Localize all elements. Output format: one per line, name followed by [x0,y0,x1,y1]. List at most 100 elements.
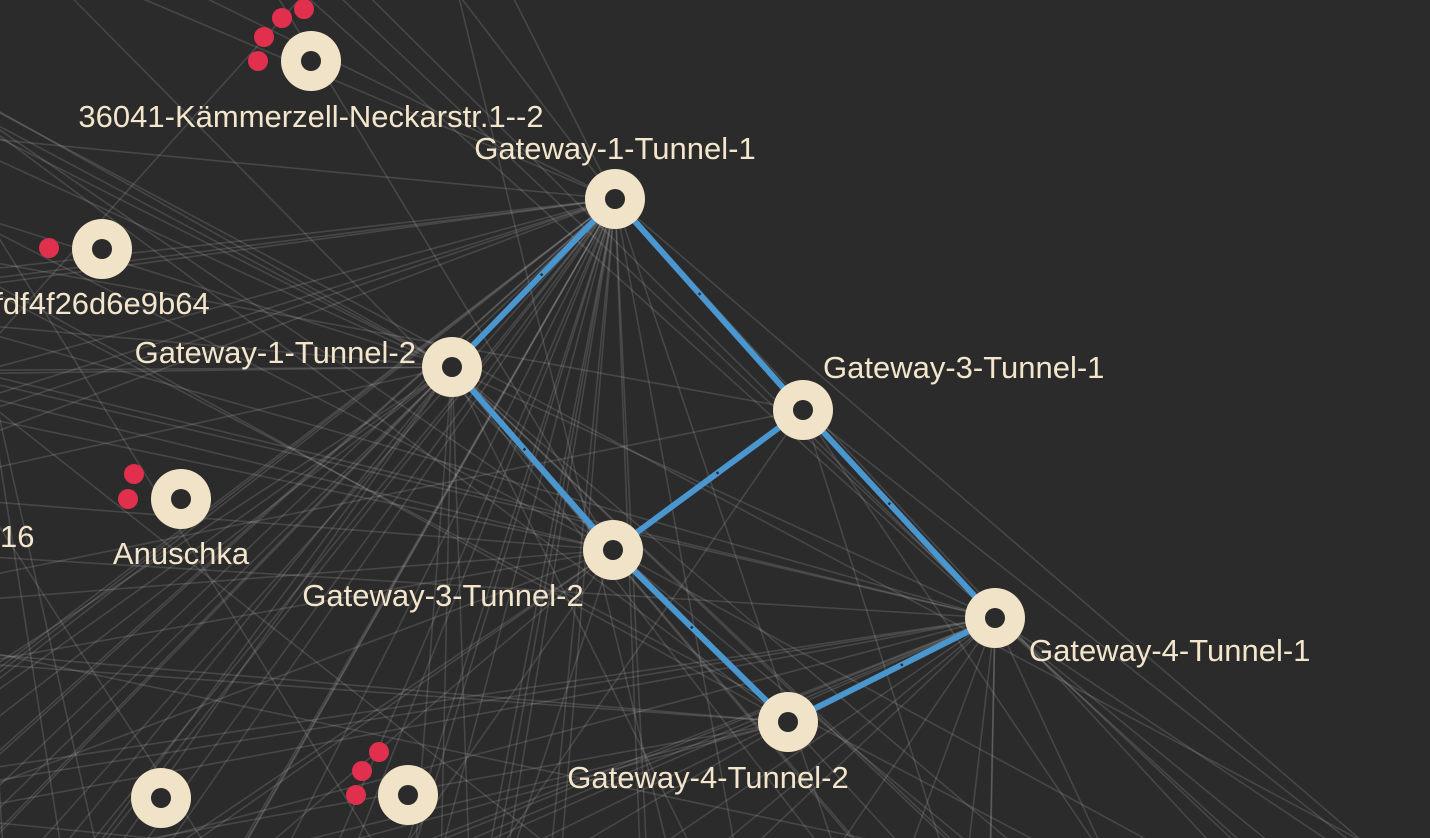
background-link [0,294,1033,838]
background-link [513,0,616,200]
gateway-link-g3t1-g3t2[interactable] [610,407,806,553]
background-link [0,160,996,619]
background-link [0,198,616,755]
background-link [0,366,453,809]
node-36041-kaemmerzell[interactable]: 36041-Kämmerzell-Neckarstr.1--2 [78,0,544,134]
gateway-link-g3t1-g4t1[interactable] [800,407,998,621]
background-link [357,721,789,838]
gateway-link-break [697,292,702,296]
background-link [802,409,1348,838]
node-gateway-1-tunnel-1[interactable]: Gateway-1-Tunnel-1 [474,131,756,229]
background-link [155,617,996,838]
background-link [444,198,616,838]
background-link [0,377,996,619]
node-bottom-left[interactable] [131,768,191,828]
background-link [68,366,453,838]
client-dot [118,489,138,509]
background-link [451,366,688,838]
background-link [106,198,616,838]
background-link [0,549,614,784]
background-link [0,549,614,660]
background-link [0,654,789,723]
gateway-link-g1t1-g1t2[interactable] [449,196,618,370]
node-marker-hole [605,189,625,209]
node-marker-hole [171,489,191,509]
background-link [0,664,789,723]
background-link [760,617,996,838]
gateway-link-g3t2-g4t2[interactable] [610,547,791,725]
background-link [185,549,614,838]
background-link [440,366,453,838]
background-link [614,198,1360,838]
background-link [0,111,453,368]
background-link [498,198,616,838]
background-link [994,617,1238,838]
background-link [358,198,616,838]
gateway-link-g4t1-g4t2[interactable] [785,615,998,725]
background-link [990,617,996,838]
background-link [0,129,614,551]
node-gateway-1-tunnel-2[interactable]: Gateway-1-Tunnel-2 [135,335,482,397]
background-link [0,134,789,723]
background-link [614,198,734,838]
background-link [968,617,996,838]
node-marker-hole [92,239,112,259]
background-link [275,549,614,838]
background-link [291,198,616,838]
node-label: Gateway-3-Tunnel-2 [302,578,583,613]
gateway-links [449,196,998,725]
background-link [0,556,996,619]
background-link [0,366,453,468]
client-dot [346,785,366,805]
background-link [913,617,996,838]
node-gateway-3-tunnel-2[interactable]: Gateway-3-Tunnel-2 [302,520,643,613]
background-link [614,198,832,838]
background-link [0,198,616,408]
background-link [146,198,616,838]
background-link [994,617,1326,838]
node-label: 36041-Kämmerzell-Neckarstr.1--2 [78,99,543,134]
background-link [0,416,96,838]
background-link [0,549,614,599]
background-link [0,653,866,838]
background-link [728,617,996,838]
background-link [143,0,616,200]
background-link [93,198,616,838]
node-bottom-mid[interactable] [346,742,438,825]
node-marker-hole [398,785,418,805]
background-link [551,198,616,838]
node-marker-hole [603,540,623,560]
background-link [198,549,614,838]
background-link [0,366,453,663]
background-link [309,0,996,619]
background-link [612,549,1146,838]
node-gateway-3-tunnel-1[interactable]: Gateway-3-Tunnel-1 [773,350,1104,440]
client-dot [352,761,372,781]
background-link [207,0,616,200]
background-link [471,617,996,838]
node-marker-hole [151,788,171,808]
node-marker-hole [793,400,813,420]
background-link [451,366,947,838]
background-link [172,198,616,838]
node-gateway-4-tunnel-2[interactable]: Gateway-4-Tunnel-2 [567,692,849,795]
background-link [0,198,616,368]
client-dot [272,8,292,28]
background-link [492,617,996,838]
node-fdf4f26d6e9b64[interactable]: fdf4f26d6e9b64 [0,219,210,321]
background-link [0,501,614,551]
background-link [0,286,789,723]
background-link [0,325,453,368]
node-gateway-4-tunnel-1[interactable]: Gateway-4-Tunnel-1 [965,588,1310,668]
node-anuschka[interactable]: Anuschka [113,464,250,571]
gateway-link-break [887,501,892,506]
background-link [670,617,996,838]
gateway-link-g1t1-g3t1[interactable] [612,196,806,413]
background-link [0,366,453,371]
client-dot [294,0,314,19]
gateway-link-g1t2-g3t2[interactable] [449,364,616,553]
background-link [458,0,666,838]
node-label: Anuschka [113,536,250,571]
client-dot [39,238,59,258]
